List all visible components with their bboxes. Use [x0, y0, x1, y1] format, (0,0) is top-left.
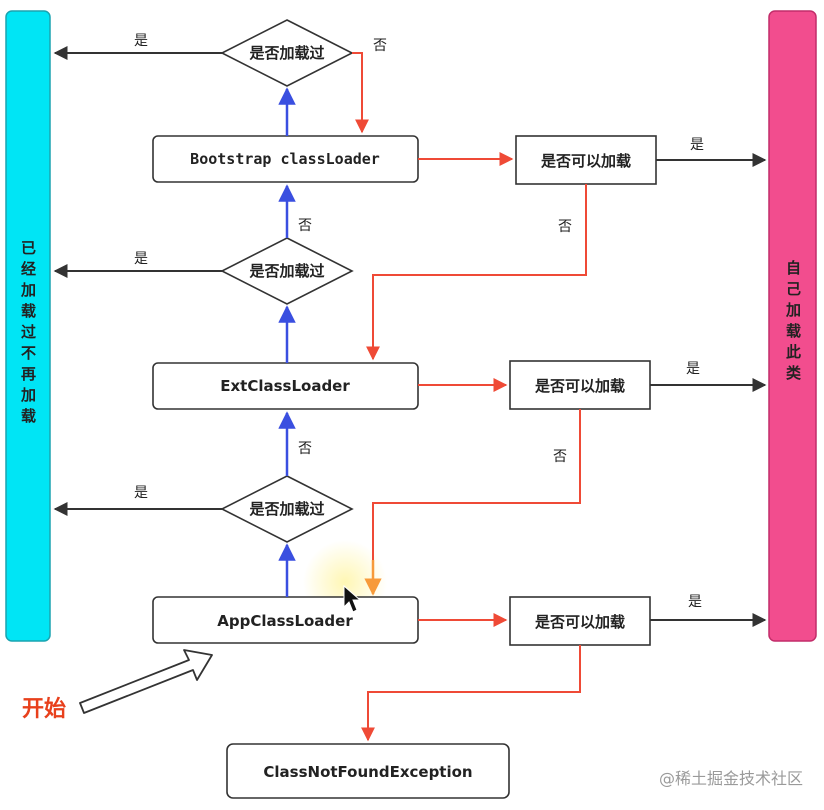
- arrow-no-ext-to-app: [372, 409, 581, 593]
- mouse-cursor-icon: [343, 584, 362, 613]
- watermark: @稀土掘金技术社区: [659, 769, 803, 788]
- start-label: 开始: [22, 696, 66, 722]
- check-loaded-text-mid: 是否加载过: [248, 262, 324, 280]
- no-label-ext-can-load: 否: [553, 449, 567, 465]
- can-load-text-app: 是否可以加载: [534, 613, 625, 631]
- yes-label-right-app: 是: [688, 594, 702, 610]
- exception-label: ClassNotFoundException: [263, 763, 472, 781]
- check-loaded-diamond-bottom: [220, 475, 354, 543]
- yes-label-right-ext: 是: [686, 361, 700, 377]
- yes-label-left-bottom: 是: [134, 485, 148, 501]
- exception-box: [226, 743, 510, 799]
- start-arrow-icon: [79, 649, 213, 714]
- check-loaded-text-top: 是否加载过: [248, 44, 324, 62]
- left-bar-label: 已经加载过不再加载: [19, 240, 37, 429]
- no-label-bootstrap-can-load: 否: [558, 219, 572, 235]
- no-label-top-diamond: 否: [373, 38, 387, 54]
- right-bar: [768, 10, 817, 642]
- bootstrap-loader-label: Bootstrap classLoader: [190, 150, 380, 168]
- yes-label-left-mid: 是: [134, 251, 148, 267]
- check-loaded-text-bottom: 是否加载过: [248, 500, 324, 518]
- arrow-no-top-to-bootstrap: [352, 52, 369, 134]
- can-load-box-ext: [509, 360, 651, 410]
- check-loaded-diamond-top: [220, 19, 354, 87]
- can-load-text-bootstrap: 是否可以加载: [540, 152, 631, 170]
- left-bar: [5, 10, 51, 642]
- check-loaded-diamond-mid: [220, 237, 354, 305]
- yes-label-right-bootstrap: 是: [690, 137, 704, 153]
- no-label-mid-diamond: 否: [298, 218, 312, 234]
- can-load-text-ext: 是否可以加载: [534, 377, 625, 395]
- ext-loader-label: ExtClassLoader: [220, 377, 350, 395]
- arrow-no-bootstrap-to-ext: [366, 184, 587, 361]
- can-load-box-app: [509, 596, 651, 646]
- right-bar-label: 自己加载此类: [784, 259, 802, 386]
- no-label-bottom-diamond: 否: [298, 441, 312, 457]
- arrow-no-app-to-exception: [361, 645, 581, 742]
- app-loader-label: AppClassLoader: [217, 612, 353, 630]
- yes-label-left-top: 是: [134, 33, 148, 49]
